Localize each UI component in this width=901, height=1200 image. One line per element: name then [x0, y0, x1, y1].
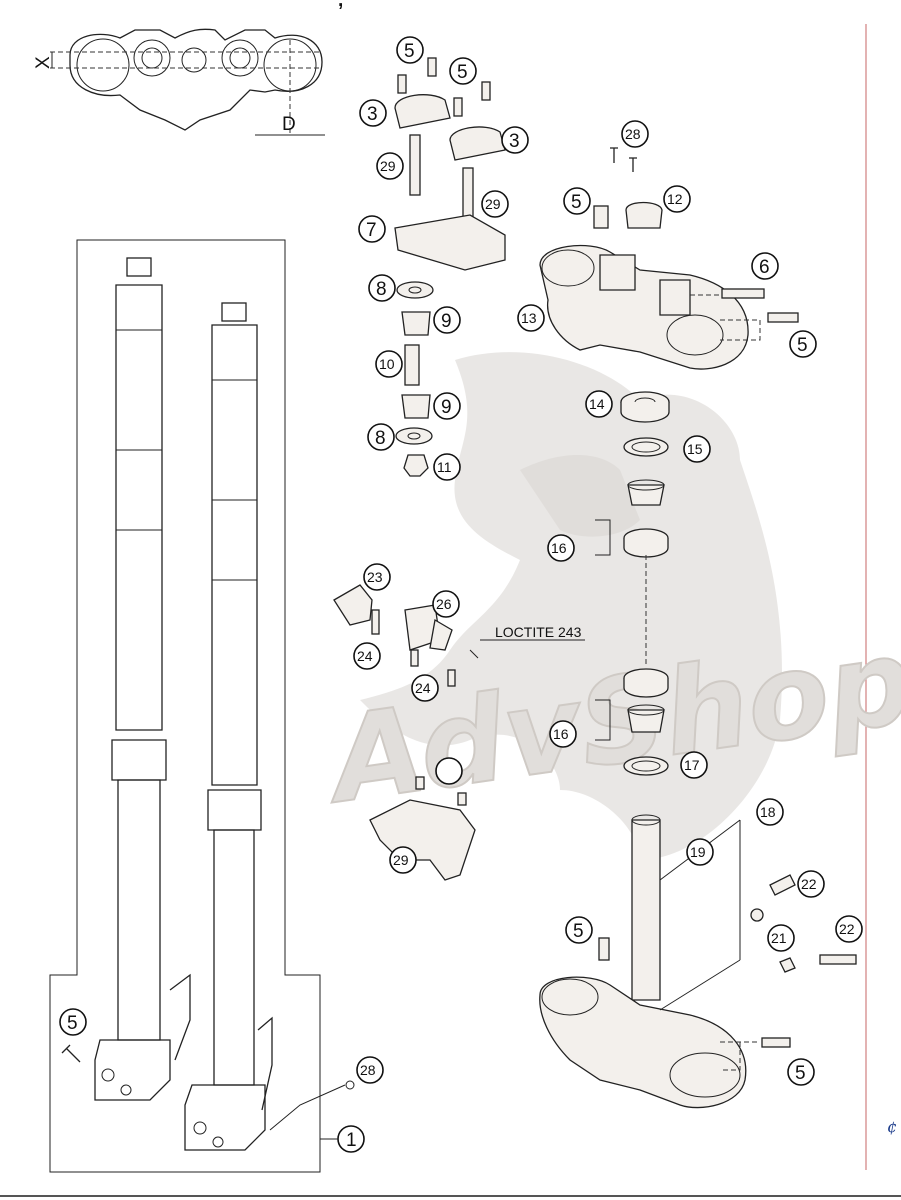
callout-7: 7 — [358, 215, 386, 243]
guards-and-brackets — [333, 584, 585, 687]
callout-16-top: 16 — [547, 534, 575, 562]
title-fragment: , — [338, 0, 343, 11]
callout-21-top: 22 — [797, 870, 825, 898]
callout-5-clamp: 5 — [563, 187, 591, 215]
callout-5-top-b: 5 — [449, 57, 477, 85]
callout-23-left: 24 — [353, 642, 381, 670]
right-fork-leg — [184, 302, 273, 1151]
callout-13: 13 — [517, 304, 545, 332]
callout-17-text: 17 — [684, 757, 700, 773]
callout-6-text: 6 — [759, 257, 770, 278]
callout-20-text: 21 — [771, 930, 787, 946]
callout-5-right-upper: 5 — [789, 330, 817, 358]
callout-3-right: 3 — [501, 126, 529, 154]
callout-9-top: 9 — [433, 306, 461, 334]
callout-1: 1 — [337, 1125, 365, 1153]
callout-5-fork: 5 — [59, 1008, 87, 1036]
callout-26-text: 28 — [360, 1062, 376, 1078]
callout-5-text: 5 — [797, 335, 808, 356]
callout-8-text: 8 — [375, 428, 386, 449]
callout-28: 29 — [389, 846, 417, 874]
callout-3-text: 3 — [509, 131, 520, 152]
callout-5-text: 5 — [404, 41, 415, 62]
callout-24: 26 — [432, 590, 460, 618]
fork-assembly — [49, 239, 355, 1173]
callout-12-text: 12 — [667, 191, 683, 207]
callout-27-b: 29 — [481, 190, 509, 218]
callout-3-text: 3 — [367, 104, 378, 125]
callout-7-text: 7 — [366, 220, 377, 241]
upper-triple-clamp — [539, 201, 799, 370]
callout-3-left: 3 — [359, 99, 387, 127]
callout-20: 21 — [767, 924, 795, 952]
callout-5-lower-right: 5 — [787, 1058, 815, 1086]
callout-5-lower: 5 — [565, 916, 593, 944]
callout-16-bottom: 16 — [549, 720, 577, 748]
callout-23-right: 24 — [411, 674, 439, 702]
callout-5-top-a: 5 — [396, 36, 424, 64]
clamp-dimension-schematic — [50, 28, 325, 136]
brake-line-bracket — [369, 776, 476, 881]
callout-11: 11 — [433, 453, 461, 481]
screws-26-top — [610, 147, 637, 172]
callout-13-text: 13 — [521, 310, 537, 326]
callout-21-text: 22 — [839, 921, 855, 937]
callout-8-bottom: 8 — [367, 423, 395, 451]
callout-27-text: 29 — [380, 158, 396, 174]
callout-16-text: 16 — [551, 540, 567, 556]
callout-22: 23 — [363, 563, 391, 591]
watermark: AdvShop — [315, 352, 901, 860]
edge-glyph: ¢ — [887, 1117, 897, 1136]
callout-8-top: 8 — [368, 274, 396, 302]
callout-26-text: 28 — [625, 126, 641, 142]
callout-14: 14 — [585, 390, 613, 418]
callout-5-text: 5 — [795, 1063, 806, 1084]
loctite-note: LOCTITE 243 — [495, 624, 582, 640]
callout-1-text: 1 — [346, 1130, 357, 1151]
callout-5-text: 5 — [457, 62, 468, 83]
callout-26-top: 28 — [621, 120, 649, 148]
callout-15: 15 — [683, 435, 711, 463]
callout-19: 19 — [686, 838, 714, 866]
callout-18-text: 18 — [760, 804, 776, 820]
callout-22-text: 23 — [367, 569, 383, 585]
callout-21-bottom: 22 — [835, 915, 863, 943]
callout-12: 12 — [663, 185, 691, 213]
left-fork-leg — [94, 257, 191, 1101]
callout-8-text: 8 — [376, 279, 387, 300]
callout-23-text: 24 — [357, 648, 373, 664]
callout-19-text: 19 — [690, 844, 706, 860]
callout-21-text: 22 — [801, 876, 817, 892]
callout-11-text: 11 — [437, 459, 452, 475]
dimension-d-label: D — [282, 114, 296, 135]
callout-10-text: 10 — [379, 356, 395, 372]
callout-18: 18 — [756, 798, 784, 826]
callout-29 — [435, 757, 463, 785]
callout-17: 17 — [680, 751, 708, 779]
callout-24-text: 26 — [436, 596, 452, 612]
callout-26-fork: 28 — [356, 1056, 384, 1084]
callout-23-text: 24 — [415, 680, 431, 696]
callout-5-text: 5 — [573, 921, 584, 942]
callout-5-text: 5 — [571, 192, 582, 213]
callout-16-text: 16 — [553, 726, 569, 742]
handlebar-clamp-parts — [394, 57, 506, 477]
callout-9-text: 9 — [441, 311, 452, 332]
callout-14-text: 14 — [589, 396, 605, 412]
callout-5-text: 5 — [67, 1013, 78, 1034]
callout-6: 6 — [751, 252, 779, 280]
callout-9-text: 9 — [441, 397, 452, 418]
dimension-x-label: X — [33, 56, 54, 69]
callout-27-text: 29 — [485, 196, 501, 212]
steering-bearings — [595, 391, 670, 776]
callout-9-bottom: 9 — [433, 392, 461, 420]
callout-10: 10 — [375, 350, 403, 378]
callout-27-a: 29 — [376, 152, 404, 180]
lower-triple-clamp — [539, 814, 857, 1109]
callout-28-text: 29 — [393, 852, 409, 868]
callout-15-text: 15 — [687, 441, 703, 457]
